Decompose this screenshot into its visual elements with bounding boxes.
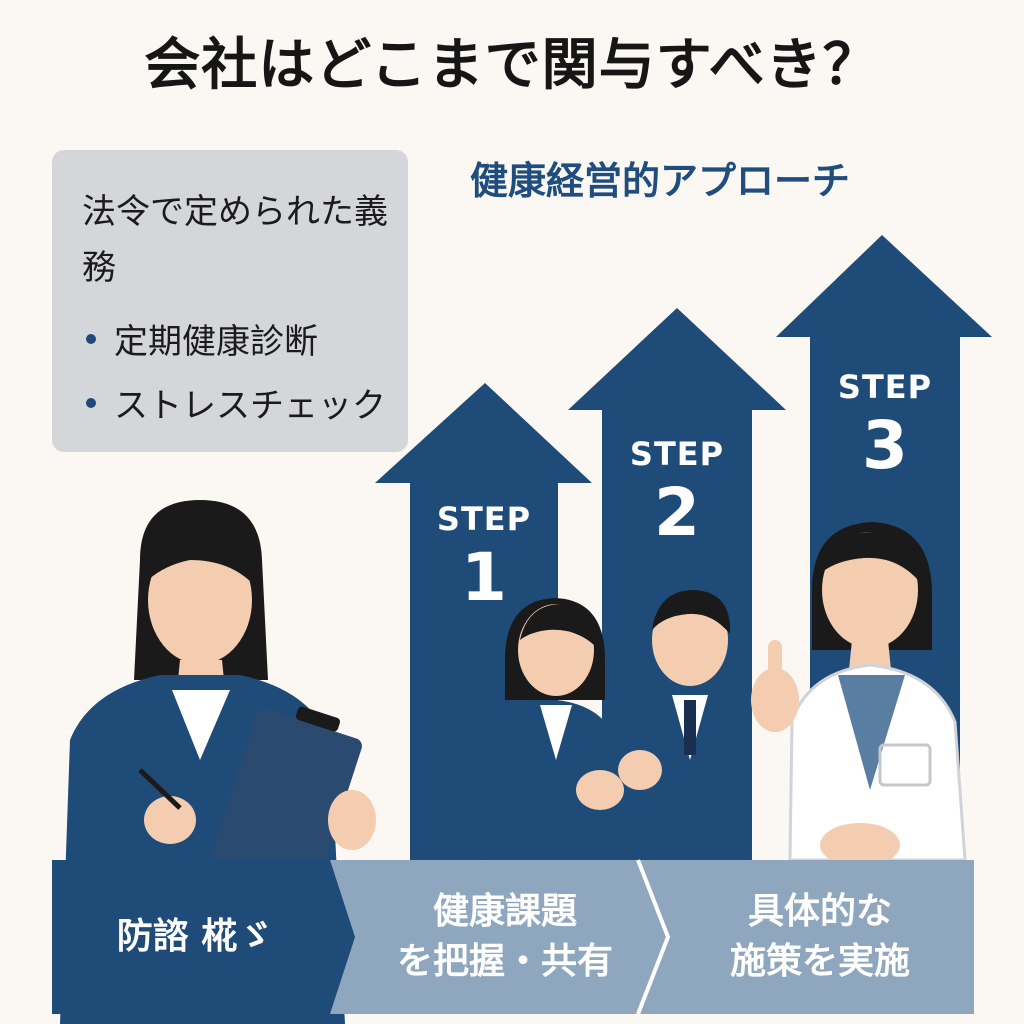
page-title: 会社はどこまで関与すべき？: [144, 33, 880, 98]
step-3-number: 3: [862, 407, 908, 484]
bottom-segment-2-label: 健康課題 を把握・共有: [396, 891, 613, 982]
step-2-label: STEP 2: [617, 435, 737, 553]
step-3-label: STEP 3: [825, 368, 945, 486]
bullet-icon: [86, 397, 96, 408]
step-1-number: 1: [461, 539, 507, 616]
duty-item-label: ストレスチェック: [114, 386, 386, 426]
step-3-word: STEP: [837, 368, 933, 406]
step-2-word: STEP: [629, 435, 725, 473]
step-1-label: STEP 1: [424, 500, 544, 618]
duty-item-stress-check: ストレスチェック: [86, 378, 386, 427]
bullet-icon: [86, 333, 96, 344]
bottom-segment-1: [52, 860, 355, 1014]
duty-item-health-checkup: 定期健康診断: [86, 314, 318, 363]
colleagues-figure: [485, 590, 750, 860]
legal-duty-heading: 法令で定められた義務: [82, 192, 388, 288]
step-2-number: 2: [654, 474, 700, 551]
step-1-word: STEP: [436, 500, 532, 538]
legal-duty-box: 法令で定められた義務 定期健康診断 ストレスチェック: [52, 150, 408, 452]
duty-item-label: 定期健康診断: [114, 322, 318, 362]
doctor-figure: [751, 522, 967, 867]
bottom-segment-1-label: 防諮 椛ゞ: [116, 916, 274, 957]
approach-title: 健康経営的アプローチ: [470, 159, 851, 203]
bottom-segment-3-label: 具体的な 施策を実施: [729, 891, 910, 982]
bottom-chevron-divider: [636, 859, 671, 1015]
